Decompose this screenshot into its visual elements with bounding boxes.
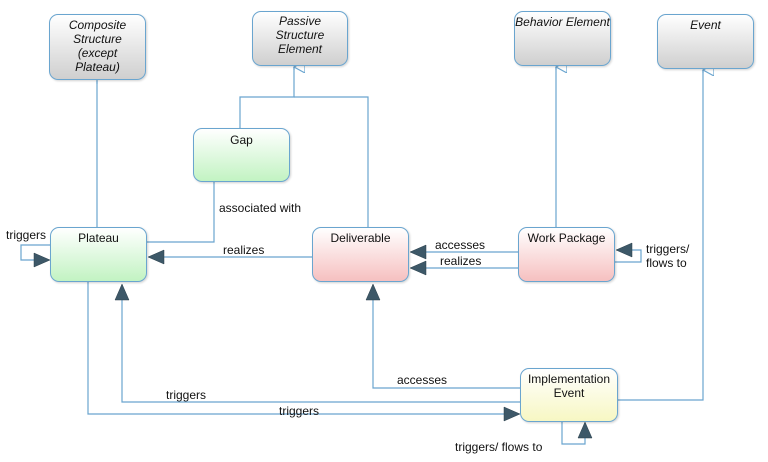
plateau-triggers-event-edge	[87, 282, 504, 415]
arrowhead-wp-accesses	[409, 244, 427, 260]
implementation-event-label: Implementation Event	[527, 372, 611, 400]
event-triggers-plateau-edge	[121, 300, 520, 403]
event-accesses-deliverable-edge	[372, 300, 520, 389]
deliverable-realizes-plateau-label: realizes	[223, 243, 265, 257]
work-package-label: Work Package	[527, 231, 606, 245]
workpackage-triggers-self-edge	[614, 249, 642, 263]
composite-structure-label: Composite Structure (except Plateau)	[68, 18, 127, 74]
gap-node[interactable]: Gap	[193, 128, 290, 182]
plateau-triggers-self-label: triggers	[6, 228, 47, 242]
deliverable-label: Deliverable	[330, 231, 391, 245]
gap-label: Gap	[230, 133, 253, 147]
implementation-event-node[interactable]: Implementation Event	[520, 368, 618, 422]
composite-structure-node[interactable]: Composite Structure (except Plateau)	[49, 14, 146, 80]
plateau-label: Plateau	[78, 231, 119, 245]
event-accesses-deliverable-label: accesses	[397, 373, 448, 387]
plateau-node[interactable]: Plateau	[50, 227, 147, 282]
event-node[interactable]: Event	[657, 14, 754, 69]
deliverable-specializes-passive-edge	[294, 96, 369, 227]
event-triggers-plateau-label: triggers	[166, 388, 207, 402]
event-triggers-self-edge	[561, 420, 586, 445]
plateau-triggers-self-edge	[20, 244, 50, 261]
work-package-node[interactable]: Work Package	[518, 227, 615, 282]
behavior-element-label: Behavior Element	[515, 15, 610, 29]
wp-triggers-self-label: triggers/ flows to	[646, 242, 690, 270]
arrowhead-wp-self	[615, 242, 633, 258]
passive-structure-node[interactable]: Passive Structure Element	[252, 11, 348, 66]
arrowhead-event-to-plateau	[114, 283, 130, 301]
event-triggers-self-label: triggers/ flows to	[455, 440, 543, 454]
gap-associated-with-label: associated with	[219, 201, 302, 215]
plateau-triggers-event-label: triggers	[279, 404, 320, 418]
deliverable-node[interactable]: Deliverable	[312, 227, 409, 282]
wp-realizes-deliverable-label: realizes	[440, 254, 482, 268]
passive-structure-label: Passive Structure Element	[275, 14, 325, 56]
arrowhead-deliverable-to-plateau	[147, 249, 165, 265]
arrowhead-event-self	[577, 421, 593, 439]
arrowhead-event-to-deliverable	[365, 283, 381, 301]
behavior-element-node[interactable]: Behavior Element	[514, 11, 611, 66]
wp-accesses-deliverable-label: accesses	[435, 238, 486, 252]
arrowhead-wp-realizes	[409, 260, 427, 276]
event-specializes-event-edge	[618, 70, 704, 401]
arrowhead-plateau-self	[33, 252, 51, 268]
event-label: Event	[690, 18, 721, 32]
gap-associated-plateau-edge	[147, 182, 215, 243]
gap-specializes-passive-edge	[239, 67, 295, 128]
arrowhead-plateau-to-event	[503, 406, 521, 422]
